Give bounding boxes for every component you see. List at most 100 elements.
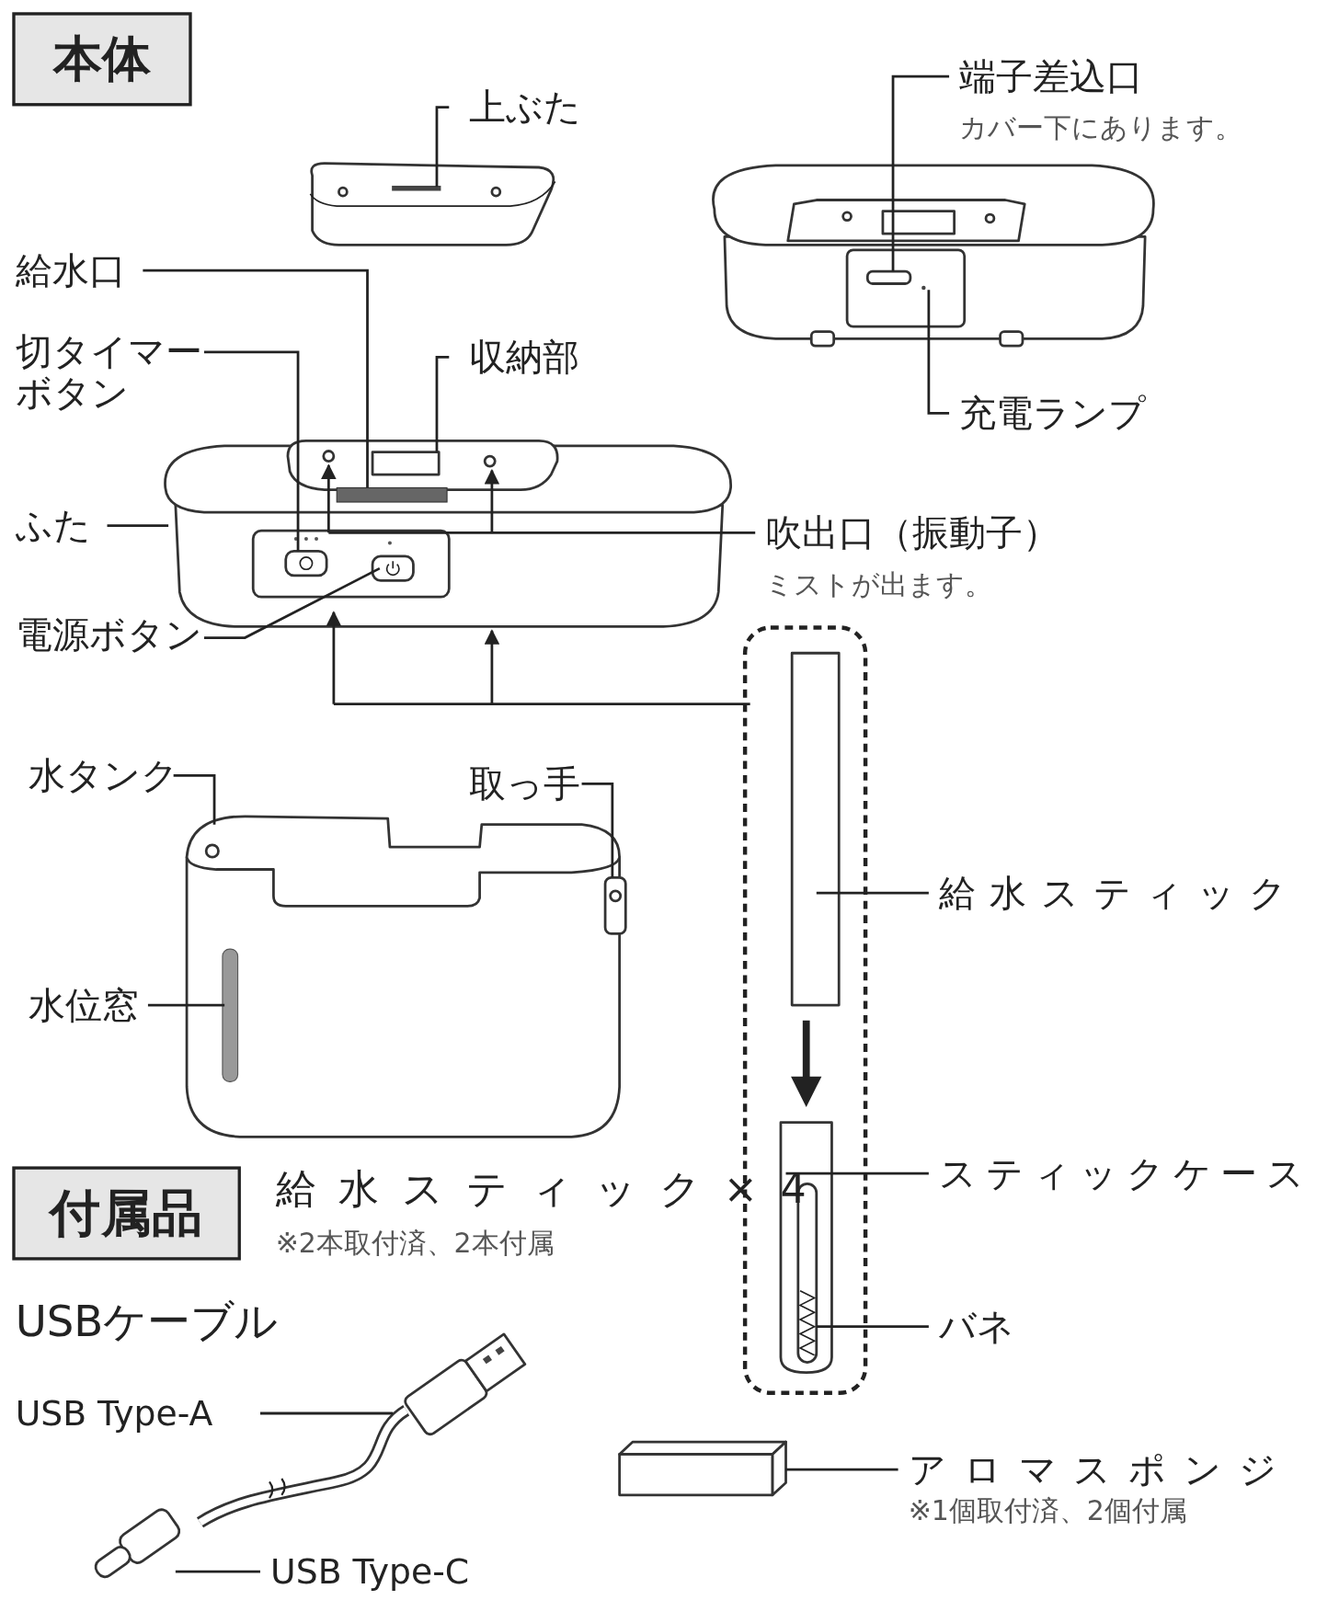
leader-line (436, 356, 449, 452)
pointer-arrow (332, 612, 336, 705)
leader-line (816, 892, 929, 895)
leader-line (333, 702, 751, 706)
heading-text: 付属品 (49, 1178, 203, 1248)
part-label: USB Type-A (15, 1393, 214, 1433)
indicator-dot (304, 537, 309, 541)
power-icon (387, 560, 400, 575)
pointer-arrow (491, 470, 494, 534)
leader-line (786, 1468, 899, 1472)
leader-line (142, 270, 367, 488)
device-body (175, 504, 723, 627)
lid-plate (788, 200, 1025, 241)
part-label: スティックケース (938, 1152, 1314, 1195)
part-label: 収納部 (469, 335, 580, 378)
lid-hole (985, 214, 995, 223)
heading-text: 本体 (53, 26, 152, 92)
sponge-front (619, 1453, 773, 1495)
handle-pin (610, 891, 621, 902)
stick-case (780, 1122, 832, 1374)
device-foot (811, 331, 834, 347)
accessory-label: 給水スティック×4 (275, 1165, 829, 1213)
part-label: 取っ手 (469, 762, 581, 805)
plug-hole (482, 1354, 493, 1364)
sponge-top (619, 1442, 787, 1454)
timer-button (286, 550, 327, 576)
usb-a-plug (402, 1330, 527, 1437)
water-inlet (336, 487, 447, 503)
part-label: 水タンク (28, 754, 179, 797)
part-label: 給水口 (15, 249, 126, 292)
part-label: 端子差込口 (959, 55, 1144, 98)
cable (200, 1410, 407, 1523)
dashed-group-outline (744, 627, 866, 1393)
tank-hole (206, 845, 218, 858)
timer-icon (299, 557, 312, 570)
leader-line (816, 1325, 929, 1328)
indicator-dot (314, 537, 319, 541)
accessory-label: USBケーブル (15, 1296, 278, 1347)
part-label: 吹出口（振動子） (765, 511, 1060, 554)
leader-line (173, 775, 215, 824)
water-tank (186, 816, 626, 1137)
insert-arrow-shaft (802, 1020, 811, 1083)
device-lid (712, 165, 1154, 246)
back-view-device (712, 165, 1154, 346)
water-level-window (222, 949, 239, 1082)
plug-metal (92, 1544, 134, 1580)
leader-line (928, 289, 950, 413)
device-body (724, 236, 1145, 339)
tank-handle (605, 877, 626, 934)
insert-arrow-head (790, 1076, 822, 1108)
charge-lamp (921, 286, 926, 290)
note-text: ミストが出ます。 (765, 569, 992, 601)
leader-line (204, 352, 298, 551)
part-label: 切タイマー ボタン (15, 330, 210, 415)
water-stick (791, 652, 839, 1006)
storage-slot (372, 452, 439, 475)
pointer-arrow (327, 465, 331, 533)
cable-outline (200, 1410, 407, 1523)
part-label: 電源ボタン (15, 613, 203, 656)
tank-rim (186, 816, 620, 907)
part-label: 上ぶた (469, 86, 582, 129)
mist-outlet (323, 451, 334, 462)
part-label: ふた (15, 504, 92, 548)
leader-line (175, 1570, 261, 1574)
note-text: カバー下にあります。 (959, 111, 1242, 143)
pointer-arrow (491, 630, 494, 705)
sponge-side (772, 1442, 786, 1496)
leader-line (892, 76, 950, 272)
part-label: USB Type-C (270, 1551, 470, 1591)
control-panel (252, 530, 449, 597)
leader-line (107, 524, 170, 527)
note-text: ※2本取付済、2本付属 (275, 1226, 555, 1259)
device-foot (1000, 331, 1023, 347)
indicator-dot (388, 540, 392, 545)
cable-break (269, 1478, 286, 1499)
leader-line (204, 568, 380, 638)
upper-lid-shape (311, 163, 554, 246)
port-cover (846, 250, 965, 327)
lid-hole (492, 187, 501, 196)
note-text: ※1個取付済、2個付属 (908, 1494, 1188, 1526)
lid-hole (338, 187, 347, 196)
leader-line (582, 783, 613, 878)
aroma-sponge (619, 1442, 787, 1496)
part-label: アロマスポンジ (908, 1448, 1294, 1491)
part-label: バネ (938, 1305, 1015, 1349)
lid-hole (843, 212, 852, 221)
upper-lid (309, 163, 555, 246)
usb-c-plug (88, 1506, 183, 1586)
lid-slot (391, 185, 441, 192)
leader-line (436, 107, 449, 188)
leader-line (328, 531, 756, 535)
usb-port (867, 271, 911, 284)
part-label: 給水スティック (938, 871, 1302, 915)
part-label: 水位窓 (28, 984, 139, 1027)
mist-outlet (484, 456, 495, 467)
leader-line (148, 1004, 225, 1008)
part-label: 充電ランプ (959, 391, 1146, 435)
upper-lid-edge (309, 182, 555, 207)
